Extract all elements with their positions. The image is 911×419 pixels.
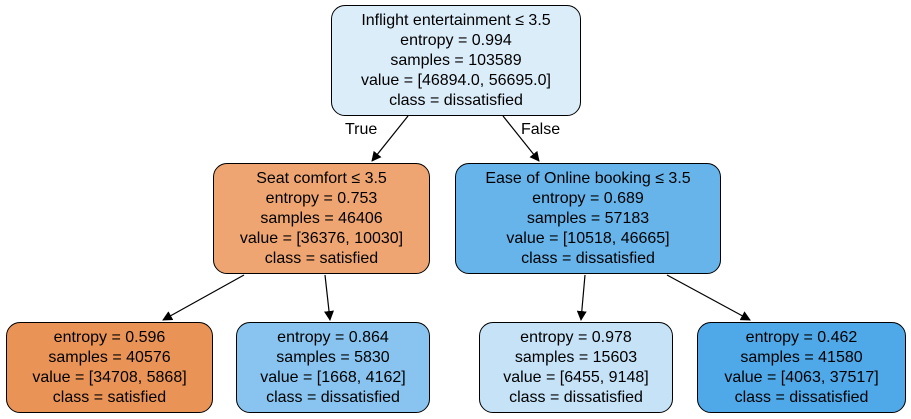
- node-left-entropy: entropy = 0.753: [265, 189, 378, 207]
- node-lr: entropy = 0.864 samples = 5830 value = […: [236, 322, 430, 413]
- node-root-entropy: entropy = 0.994: [400, 31, 512, 49]
- node-right-samples: samples = 57183: [526, 209, 650, 227]
- node-root-split: Inflight entertainment ≤ 3.5: [361, 11, 551, 29]
- node-rr: entropy = 0.462 samples = 41580 value = …: [697, 322, 906, 413]
- node-right-class: class = dissatisfied: [521, 249, 655, 267]
- node-lr-samples: samples = 5830: [276, 348, 390, 366]
- edge-right-rl: [576, 274, 587, 321]
- node-rr-samples: samples = 41580: [740, 348, 863, 366]
- edge-left-lr: [324, 274, 334, 321]
- node-rl-class: class = dissatisfied: [509, 388, 643, 406]
- edge-root-left: [371, 115, 409, 162]
- node-root: Inflight entertainment ≤ 3.5 entropy = 0…: [331, 5, 581, 116]
- node-ll: entropy = 0.596 samples = 40576 value = …: [6, 322, 213, 413]
- edge-right-rr: [666, 274, 751, 321]
- edge-left-ll: [162, 274, 245, 321]
- node-right: Ease of Online booking ≤ 3.5 entropy = 0…: [455, 163, 721, 274]
- edge-label-false: False: [521, 121, 561, 138]
- node-ll-entropy: entropy = 0.596: [53, 328, 166, 346]
- node-left: Seat comfort ≤ 3.5 entropy = 0.753 sampl…: [213, 163, 430, 274]
- node-lr-value: value = [1668, 4162]: [260, 368, 406, 386]
- node-left-samples: samples = 46406: [260, 209, 383, 227]
- node-rl-value: value = [6455, 9148]: [503, 368, 649, 386]
- node-left-split: Seat comfort ≤ 3.5: [256, 169, 387, 187]
- node-root-value: value = [46894.0, 56695.0]: [361, 71, 551, 89]
- node-rr-value: value = [4063, 37517]: [724, 368, 879, 386]
- node-ll-class: class = satisfied: [52, 388, 167, 406]
- node-rr-class: class = dissatisfied: [734, 388, 869, 406]
- node-rr-entropy: entropy = 0.462: [745, 328, 858, 346]
- node-left-value: value = [36376, 10030]: [239, 229, 404, 247]
- node-root-class: class = dissatisfied: [389, 91, 523, 109]
- node-rl-samples: samples = 15603: [514, 348, 638, 366]
- node-right-split: Ease of Online booking ≤ 3.5: [485, 169, 691, 187]
- edge-label-true: True: [345, 121, 378, 138]
- node-lr-entropy: entropy = 0.864: [277, 328, 389, 346]
- node-left-class: class = satisfied: [264, 249, 379, 267]
- node-rl: entropy = 0.978 samples = 15603 value = …: [479, 322, 673, 413]
- edge-root-right: [502, 115, 540, 162]
- node-ll-value: value = [34708, 5868]: [32, 368, 187, 386]
- node-lr-class: class = dissatisfied: [266, 388, 400, 406]
- node-root-samples: samples = 103589: [390, 51, 522, 69]
- node-rl-entropy: entropy = 0.978: [520, 328, 632, 346]
- node-ll-samples: samples = 40576: [48, 348, 171, 366]
- node-right-value: value = [10518, 46665]: [506, 229, 670, 247]
- node-right-entropy: entropy = 0.689: [532, 189, 644, 207]
